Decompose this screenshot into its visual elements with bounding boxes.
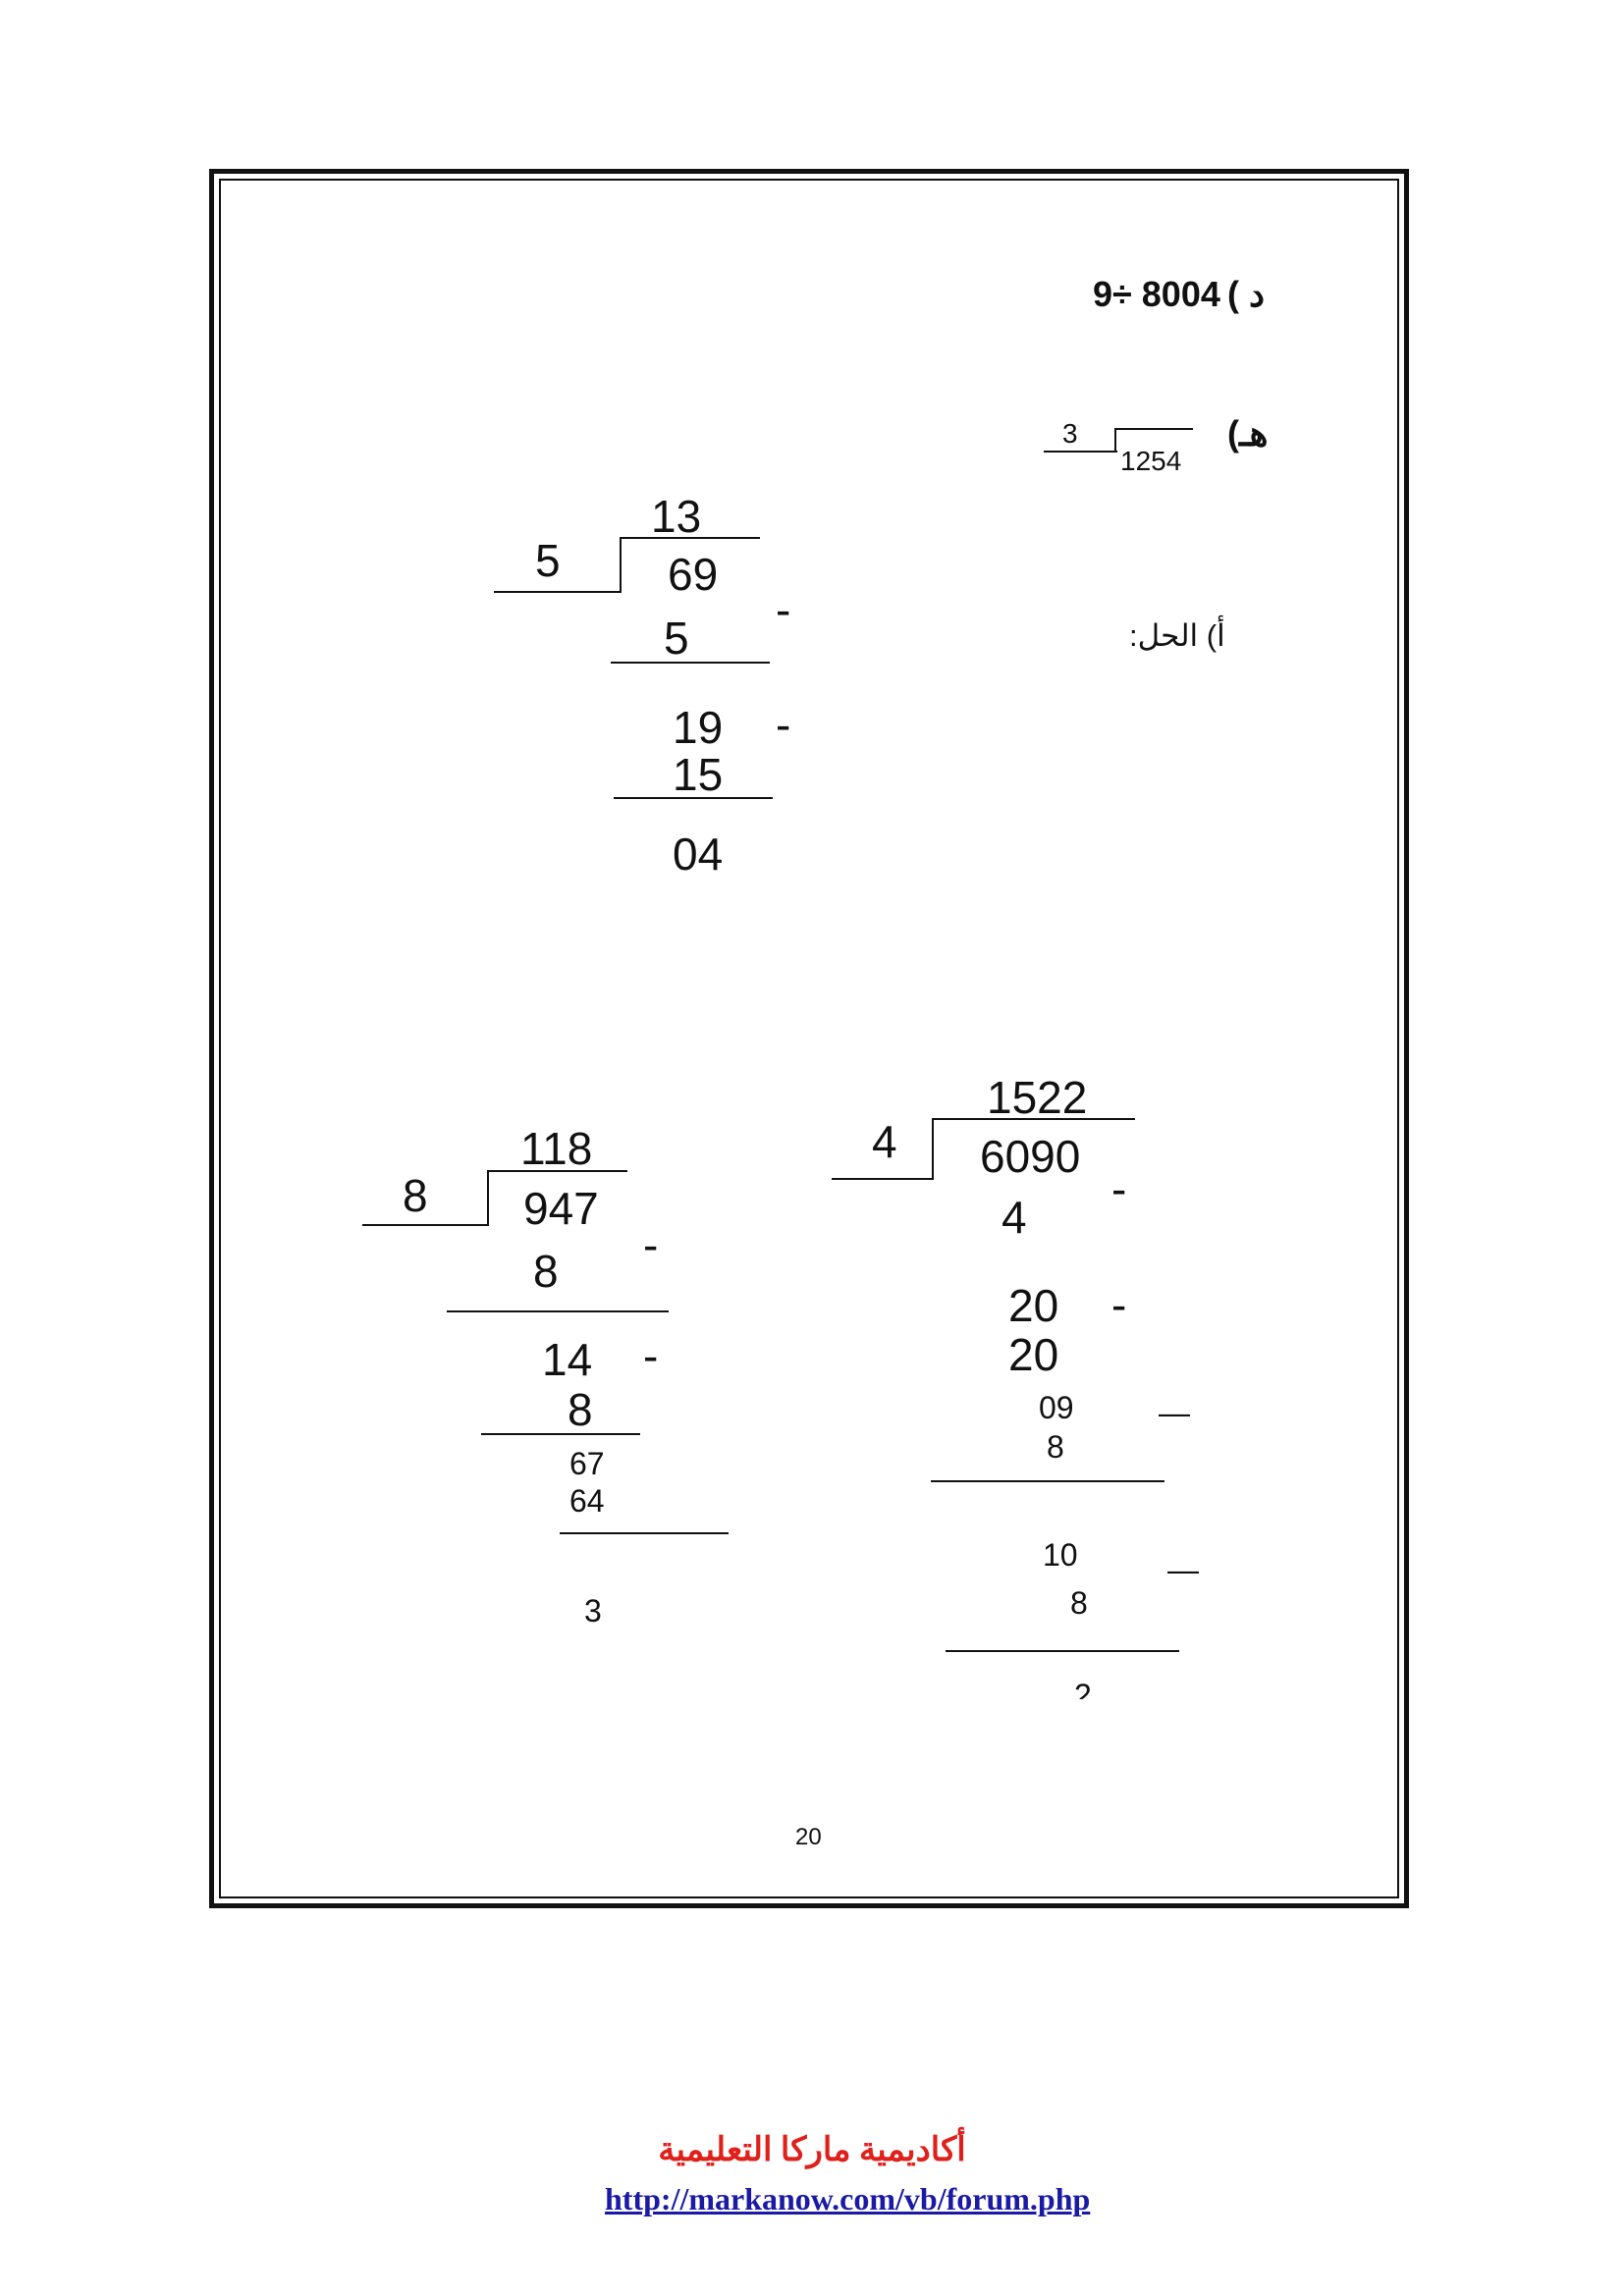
div2-remainder-3: 10 [1043, 1537, 1078, 1573]
div3-divisor: 8 [403, 1170, 428, 1221]
div1-top-bar [621, 537, 760, 539]
div2-top-bar [933, 1118, 1135, 1120]
div2-subtract-2: 20 [1008, 1329, 1059, 1380]
div3-divisor-line [362, 1224, 489, 1226]
div1-dividend: 69 [668, 549, 719, 600]
div3-remainder-1: 14 [542, 1334, 593, 1385]
div2-minus-2: - [1111, 1279, 1127, 1330]
div2-subtract-1: 4 [1001, 1192, 1027, 1243]
div2-bracket [932, 1118, 934, 1179]
div3-final-remainder: 3 [584, 1593, 602, 1629]
page-border-outer [209, 169, 1409, 1908]
div2-quotient: 1522 [987, 1072, 1088, 1123]
div1-divisor: 5 [535, 535, 561, 586]
question-h-bar [1114, 428, 1193, 430]
div2-subtract-4: 8 [1070, 1585, 1088, 1621]
div1-rule-2 [614, 797, 773, 799]
div1-subtract-1: 5 [664, 613, 689, 664]
question-h-bracket [1114, 428, 1116, 453]
question-h-divisor: 3 [1062, 418, 1078, 449]
div2-remainder-2: 09 [1039, 1390, 1074, 1425]
div2-subtract-3: 8 [1047, 1429, 1064, 1465]
div2-minus-1: - [1111, 1163, 1127, 1214]
div3-rule-2 [481, 1433, 640, 1435]
div2-divisor-line [832, 1178, 934, 1180]
div3-remainder-2: 67 [569, 1446, 605, 1481]
solution-label: أ) الحل: [1129, 618, 1225, 653]
div2-remainder-1: 20 [1008, 1280, 1059, 1331]
div1-bracket [620, 537, 622, 593]
div3-subtract-1: 8 [533, 1246, 559, 1297]
div2-minus-4: — [1167, 1552, 1199, 1587]
div1-final-remainder: 04 [673, 828, 724, 880]
div3-rule-3 [560, 1532, 729, 1534]
footer-forum-link[interactable]: http://markanow.com/vb/forum.php [605, 2181, 1091, 2216]
div3-minus-1: - [643, 1219, 659, 1270]
div3-subtract-2: 8 [568, 1384, 593, 1435]
div3-dividend: 947 [523, 1183, 599, 1234]
div2-final-remainder: 2 [1074, 1680, 1092, 1699]
div1-quotient: 13 [651, 491, 702, 542]
div3-bracket [487, 1170, 489, 1226]
footer-academy-name: أكاديمية ماركا التعليمية [658, 2132, 966, 2168]
question-d-expression: 9÷ 8004 [1093, 274, 1220, 314]
div2-rule-2 [946, 1650, 1179, 1652]
div3-minus-2: - [643, 1330, 659, 1381]
div2-divisor: 4 [872, 1116, 897, 1167]
div3-rule-1 [447, 1310, 669, 1312]
div2-minus-3: — [1159, 1395, 1190, 1430]
question-h-label: هـ) [1227, 413, 1269, 454]
div1-minus-1: - [776, 584, 791, 635]
question-h-dividend: 1254 [1120, 448, 1182, 473]
question-d-label: د ) [1227, 274, 1266, 314]
page-border-inner [219, 179, 1399, 1898]
question-h-divisor-line [1044, 451, 1117, 453]
div1-minus-2: - [776, 699, 791, 750]
div1-rule-1 [611, 662, 770, 664]
div3-quotient: 118 [520, 1123, 593, 1174]
page-number: 20 [795, 1824, 822, 1850]
div1-divisor-line [494, 591, 622, 593]
div1-subtract-2: 15 [673, 749, 724, 800]
div2-rule-1 [931, 1480, 1164, 1482]
div1-remainder-1: 19 [673, 702, 724, 753]
div3-top-bar [488, 1170, 627, 1172]
div2-dividend: 6090 [980, 1131, 1081, 1182]
div3-subtract-3: 64 [569, 1483, 605, 1519]
